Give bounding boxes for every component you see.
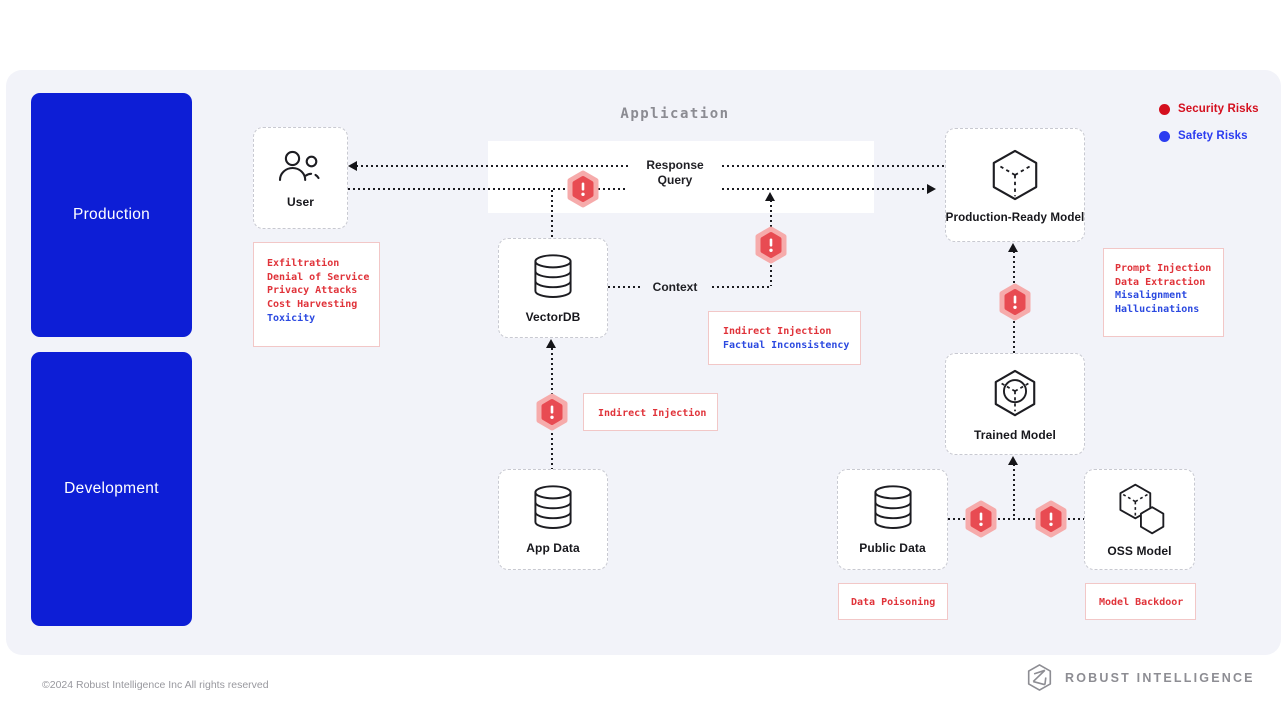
- warning-icon-oss-model: [1035, 500, 1067, 538]
- risk-item: Factual Inconsistency: [723, 339, 850, 351]
- user-icon: [278, 150, 320, 181]
- brand-logo: ROBUST INTELLIGENCE: [1026, 663, 1255, 692]
- cube-model-icon: [992, 149, 1038, 201]
- context-label: Context: [652, 280, 698, 294]
- context-line-b: [712, 286, 770, 288]
- response-line-left: [356, 165, 628, 167]
- risk-box-oss-model: Model Backdoor: [1085, 583, 1196, 620]
- warning-icon-trained-to-prm: [999, 283, 1031, 321]
- node-trained-model-label: Trained Model: [974, 427, 1056, 442]
- risk-item: Denial of Service: [267, 271, 370, 283]
- node-user: User: [253, 127, 348, 229]
- context-line-a: [608, 286, 640, 288]
- legend-safety-label: Safety Risks: [1178, 130, 1248, 142]
- risk-item: Indirect Injection: [598, 408, 707, 419]
- lane-development: Development: [31, 352, 192, 626]
- publicdata-oss-line: [948, 518, 1084, 520]
- lane-production: Production: [31, 93, 192, 337]
- brand-name: ROBUST INTELLIGENCE: [1065, 670, 1255, 685]
- security-dot-icon: [1159, 103, 1170, 115]
- risk-item: Hallucinations: [1115, 304, 1200, 316]
- robust-intelligence-logo-icon: [1027, 664, 1052, 691]
- junction-to-trained-line: [1013, 464, 1015, 518]
- legend-security-label: Security Risks: [1178, 103, 1259, 115]
- response-label: Response: [646, 158, 704, 172]
- query-line-left: [348, 188, 628, 190]
- risk-item: Indirect Injection: [723, 326, 832, 337]
- database-icon: [534, 253, 572, 298]
- risk-item: Misalignment: [1115, 290, 1188, 302]
- lane-production-label: Production: [72, 206, 151, 223]
- query-line-right: [722, 188, 927, 190]
- oss-model-icon: [1118, 483, 1164, 535]
- node-oss-model: OSS Model: [1084, 469, 1195, 570]
- database-icon: [534, 485, 572, 529]
- warning-icon-context: [755, 226, 787, 264]
- risk-item: Toxicity: [267, 312, 316, 324]
- legend-security: Security Risks: [1159, 103, 1259, 115]
- node-vectordb-label: VectorDB: [525, 309, 581, 324]
- risk-item: Model Backdoor: [1099, 597, 1184, 608]
- database-icon: [873, 485, 912, 529]
- risk-item: Cost Harvesting: [267, 299, 358, 311]
- warning-icon-appdata: [536, 393, 568, 431]
- risk-item: Prompt Injection: [1115, 263, 1212, 274]
- node-app-data-label: App Data: [526, 541, 580, 555]
- node-trained-model: Trained Model: [945, 353, 1085, 455]
- risk-box-public-data: Data Poisoning: [838, 583, 948, 620]
- node-public-data: Public Data: [837, 469, 948, 570]
- risk-item: Data Extraction: [1115, 276, 1206, 288]
- risk-item: Privacy Attacks: [267, 285, 358, 297]
- node-production-ready-model-label: Production-Ready Model: [945, 211, 1085, 224]
- node-oss-model-label: OSS Model: [1107, 544, 1172, 558]
- response-line-right: [722, 165, 945, 167]
- risk-item: Exfiltration: [267, 258, 340, 269]
- node-production-ready-model: Production-Ready Model: [945, 128, 1085, 242]
- risk-item: Data Poisoning: [851, 597, 936, 608]
- junction-to-trained-arrowhead: [1008, 456, 1018, 465]
- trained-model-icon: [994, 369, 1036, 416]
- safety-dot-icon: [1159, 130, 1170, 142]
- response-query-label: Response Query: [628, 158, 722, 188]
- query-label: Query: [657, 173, 693, 187]
- risk-box-context: Indirect Injection Factual Inconsistency: [708, 311, 861, 365]
- node-vectordb: VectorDB: [498, 238, 608, 338]
- query-arrowhead: [927, 184, 936, 194]
- risk-box-model: Prompt Injection Data Extraction Misalig…: [1103, 248, 1224, 337]
- trained-to-prm-arrowhead: [1008, 243, 1018, 252]
- copyright-text: ©2024 Robust Intelligence Inc All rights…: [42, 679, 269, 691]
- vectordb-query-line: [551, 190, 553, 238]
- node-user-label: User: [286, 194, 315, 209]
- application-title: Application: [620, 106, 730, 122]
- lane-development-label: Development: [64, 480, 159, 497]
- risk-box-user: Exfiltration Denial of Service Privacy A…: [253, 242, 380, 347]
- risk-box-app-data: Indirect Injection: [583, 393, 718, 431]
- context-arrowhead: [765, 192, 775, 201]
- appdata-to-vectordb-arrowhead: [546, 339, 556, 348]
- warning-icon-query: [567, 170, 599, 208]
- node-app-data: App Data: [498, 469, 608, 570]
- node-public-data-label: Public Data: [859, 541, 926, 555]
- legend-safety: Safety Risks: [1159, 130, 1248, 142]
- response-arrowhead: [348, 161, 357, 171]
- warning-icon-public-data: [965, 500, 997, 538]
